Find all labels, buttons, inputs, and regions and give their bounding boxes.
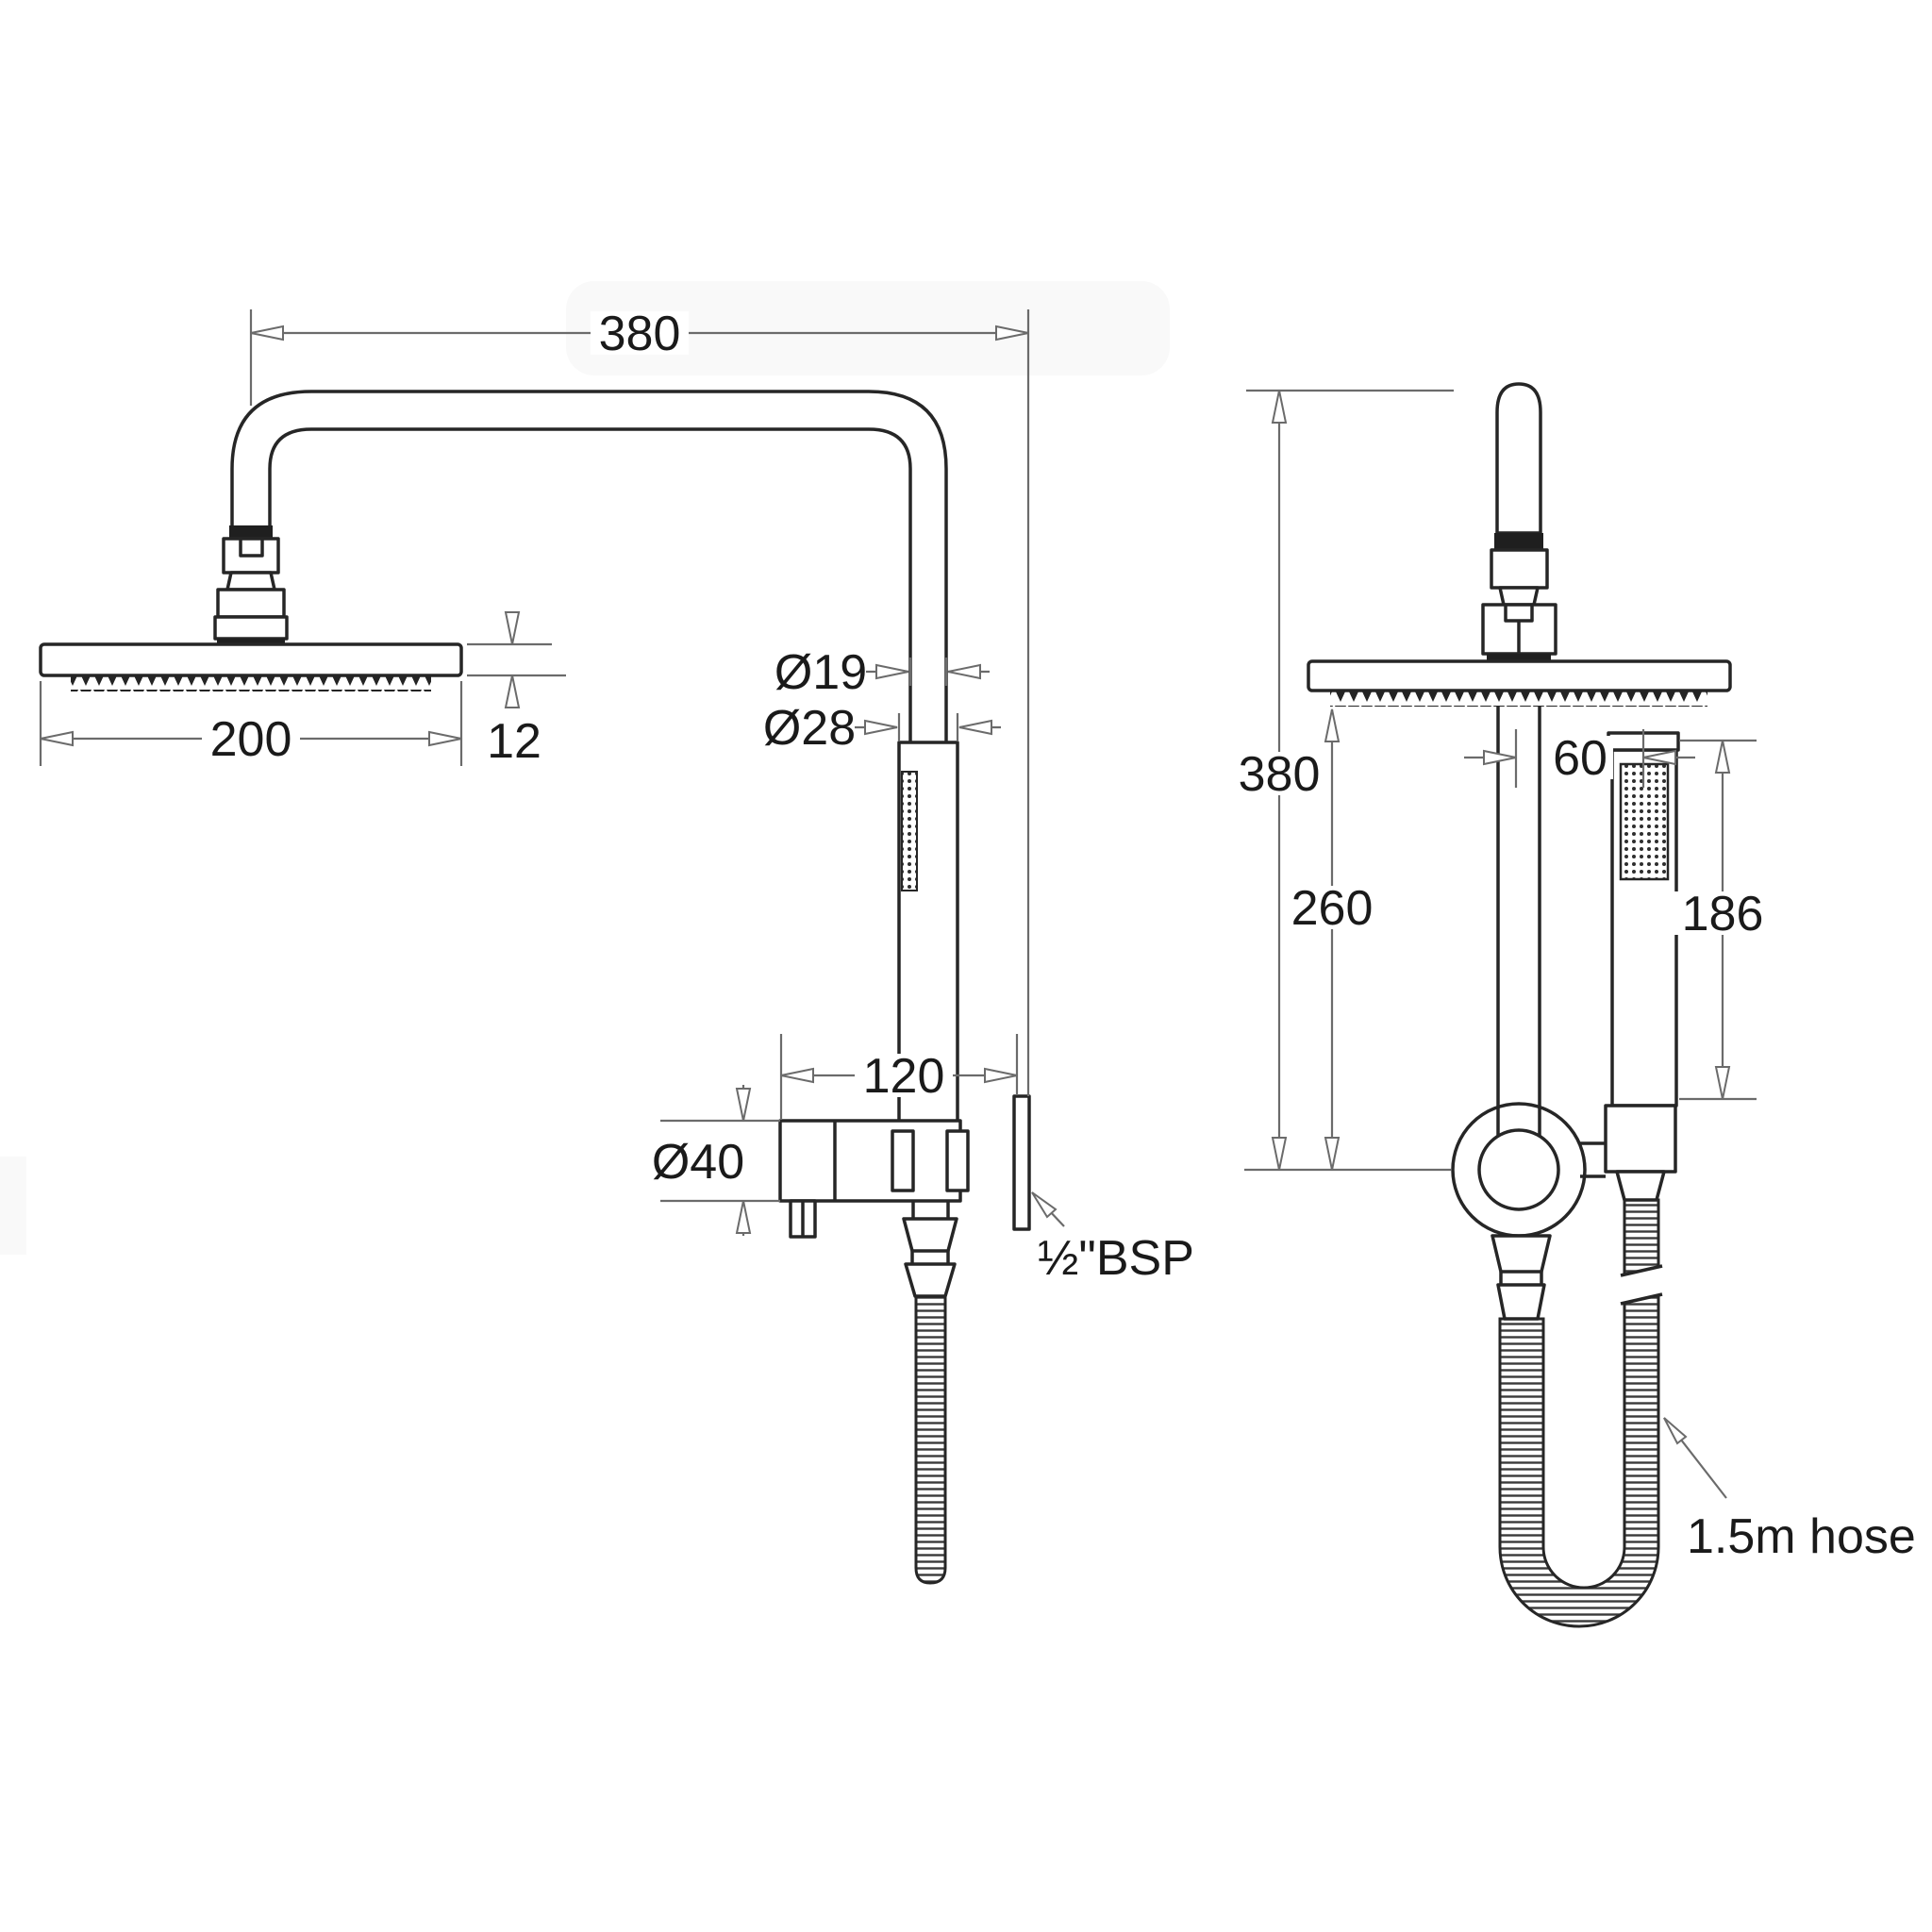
wall-plate (1012, 1094, 1031, 1231)
shower-arm (230, 390, 948, 1124)
side-view (39, 390, 1031, 1585)
nozzle-band-front (1330, 691, 1707, 707)
spray-face-side (901, 771, 918, 891)
hose-nut-handset (1615, 1170, 1666, 1202)
dim-centre-spacing: 60 (1553, 731, 1607, 786)
dim-handset-diameter: Ø28 (763, 701, 856, 756)
dim-head-to-valve: 260 (1291, 881, 1374, 936)
front-view (1307, 382, 1732, 1628)
label-inlet-connection: ½"BSP (1038, 1231, 1194, 1286)
label-hose-length: 1.5m hose (1687, 1509, 1916, 1564)
dim-wall-offset: 120 (863, 1049, 945, 1104)
riser-and-valve-front (1451, 707, 1606, 1238)
hose-nut-lower (904, 1262, 957, 1298)
dim-head-diameter: 200 (210, 712, 292, 767)
arm-end-on (1481, 382, 1557, 662)
head-connector (213, 525, 289, 644)
nozzle-band (71, 675, 431, 691)
hose-nut-valve (1491, 1234, 1552, 1274)
handset-holder (1604, 1104, 1677, 1174)
valve-assembly-side (778, 1119, 970, 1239)
dim-head-thickness: 12 (487, 714, 541, 769)
shower-head-front (1307, 659, 1732, 707)
shower-head-side (39, 642, 463, 691)
dim-arm-length: 380 (599, 307, 681, 361)
dim-handset-length: 186 (1682, 887, 1764, 941)
hose-drop (914, 1294, 947, 1585)
clamp-left (891, 1129, 915, 1192)
clamp-right (945, 1129, 970, 1192)
dim-riser-diameter: Ø19 (774, 645, 867, 700)
hose-loop (1498, 1198, 1660, 1628)
dim-valve-diameter: Ø40 (652, 1135, 744, 1190)
valve-face (1477, 1128, 1560, 1211)
edge-smudge (0, 1157, 26, 1255)
dimensions: 380 200 12 Ø19 Ø28 120 Ø40 ½"BSP 380 260… (39, 307, 1916, 1564)
hose-nut-upper (902, 1217, 958, 1253)
watermark-smudge (566, 281, 1170, 375)
dim-overall-height: 380 (1239, 747, 1321, 802)
hose-side (902, 1217, 958, 1585)
hand-shower-front (1604, 731, 1680, 1174)
hose-break (1621, 1266, 1662, 1304)
hose-front (1491, 1170, 1666, 1628)
